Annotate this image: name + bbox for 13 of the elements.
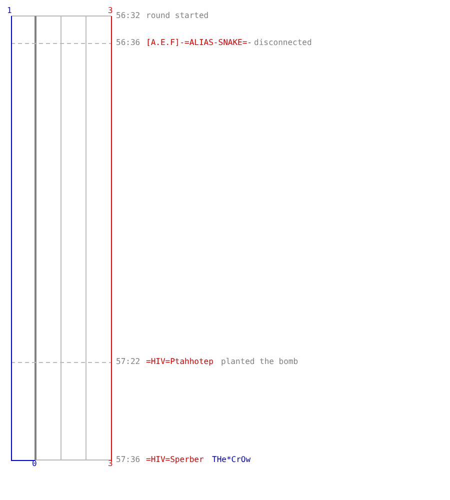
timestamp: 56:36	[116, 38, 140, 48]
event-text: planted the bomb	[221, 357, 298, 367]
player-name: THe*CrOw	[212, 455, 251, 465]
timestamp: 57:22	[116, 357, 140, 367]
axis-value: 3	[108, 6, 113, 16]
event-text: round started	[146, 11, 209, 21]
player-name: =HIV=Sperber	[146, 455, 204, 465]
event-text: disconnected	[254, 38, 312, 48]
player-name: [A.E.F]-=ALIAS-SNAKE=-	[146, 38, 252, 48]
player-name: =HIV=Ptahhotep	[146, 357, 214, 367]
timestamp: 57:36	[116, 455, 140, 465]
timestamp: 56:32	[116, 11, 140, 21]
axis-value: 1	[7, 6, 12, 16]
